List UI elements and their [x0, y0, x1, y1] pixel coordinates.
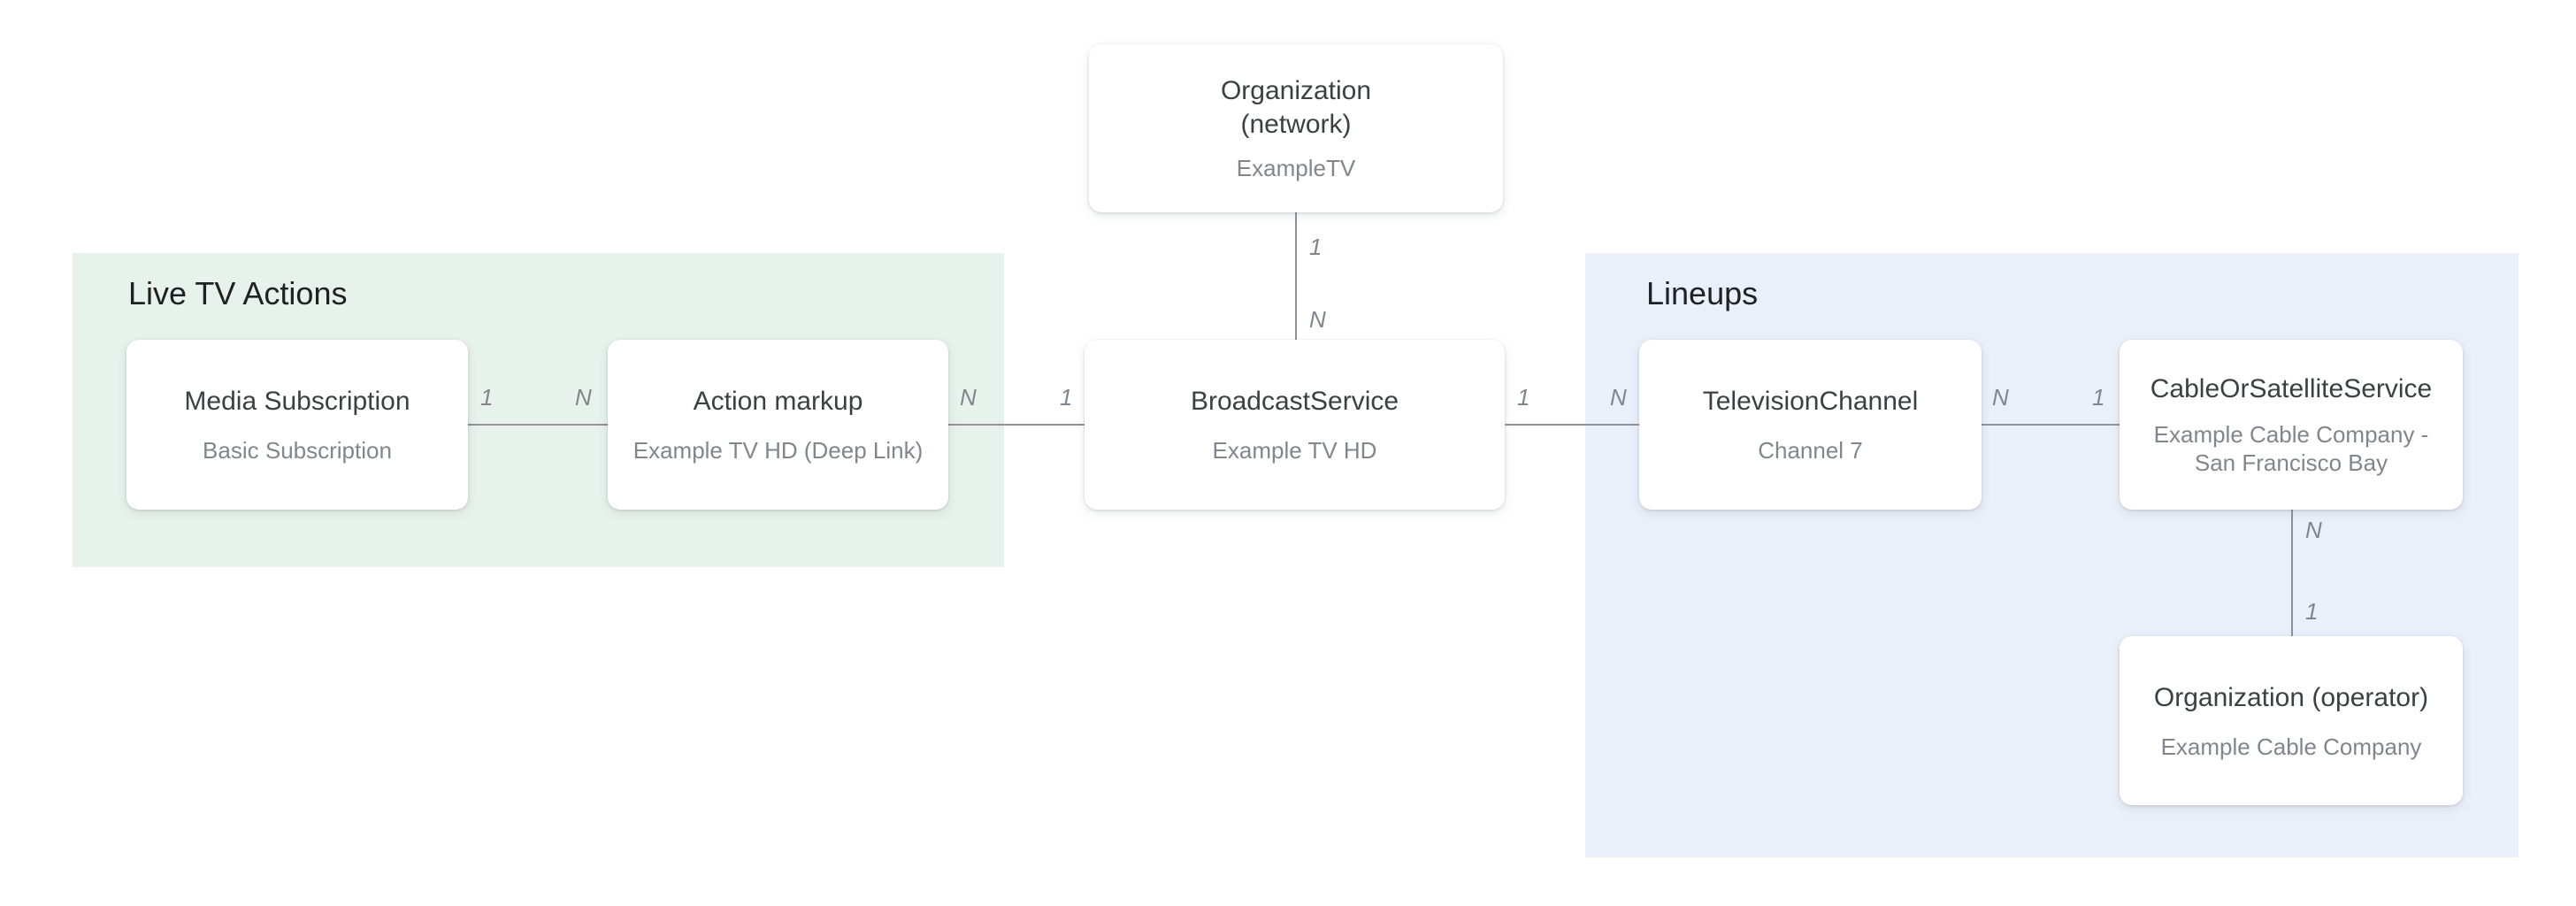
cardinality-mediasub-action-start: 1	[480, 384, 494, 411]
cardinality-cable-operator-start: N	[2305, 517, 2322, 543]
cardinality-broadcast-channel-end: N	[1610, 384, 1627, 411]
node-broadcast-service: BroadcastService Example TV HD	[1085, 340, 1505, 510]
node-subtitle: Example TV HD	[1212, 437, 1377, 464]
node-title: Organization (network)	[1220, 76, 1372, 139]
cardinality-cable-operator-end: 1	[2305, 598, 2319, 625]
edge-cable-operator-line	[2291, 510, 2293, 636]
node-title: CableOrSatelliteService	[2150, 374, 2433, 403]
node-media-subscription: Media Subscription Basic Subscription	[126, 340, 468, 510]
section-label-live-tv-actions: Live TV Actions	[128, 275, 348, 311]
cardinality-channel-cable-start: N	[1992, 384, 2009, 411]
node-subtitle: Channel 7	[1758, 437, 1863, 464]
node-subtitle: Basic Subscription	[203, 437, 392, 464]
cardinality-action-broadcast-start: N	[960, 384, 977, 411]
node-subtitle: ExampleTV	[1236, 155, 1356, 181]
cardinality-mediasub-action-end: N	[575, 384, 592, 411]
edge-network-broadcast-line	[1295, 212, 1297, 340]
node-subtitle: Example TV HD (Deep Link)	[632, 437, 924, 464]
edge-action-broadcast-line	[948, 424, 1085, 426]
cardinality-channel-cable-end: 1	[2092, 384, 2105, 411]
node-title: Action markup	[693, 387, 863, 416]
cardinality-action-broadcast-end: 1	[1060, 384, 1073, 411]
node-title: Organization (operator)	[2153, 682, 2429, 712]
node-subtitle: Example Cable Company	[2160, 733, 2422, 760]
node-subtitle: Example Cable Company - San Francisco Ba…	[2153, 421, 2429, 476]
node-title: BroadcastService	[1190, 387, 1399, 416]
node-organization-network: Organization (network) ExampleTV	[1089, 44, 1503, 212]
section-label-lineups: Lineups	[1646, 275, 1759, 311]
cardinality-broadcast-channel-start: 1	[1517, 384, 1530, 411]
node-title: Media Subscription	[184, 387, 410, 416]
edge-mediasub-action-line	[468, 424, 608, 426]
cardinality-network-broadcast-end: N	[1309, 306, 1326, 333]
node-action-markup: Action markup Example TV HD (Deep Link)	[608, 340, 948, 510]
edge-broadcast-channel-line	[1505, 424, 1639, 426]
edge-channel-cable-line	[1982, 424, 2120, 426]
node-television-channel: TelevisionChannel Channel 7	[1639, 340, 1982, 510]
cardinality-network-broadcast-start: 1	[1309, 234, 1322, 260]
node-organization-operator: Organization (operator) Example Cable Co…	[2120, 636, 2463, 805]
node-title: TelevisionChannel	[1702, 387, 1919, 416]
node-cable-or-satellite-service: CableOrSatelliteService Example Cable Co…	[2120, 340, 2463, 510]
